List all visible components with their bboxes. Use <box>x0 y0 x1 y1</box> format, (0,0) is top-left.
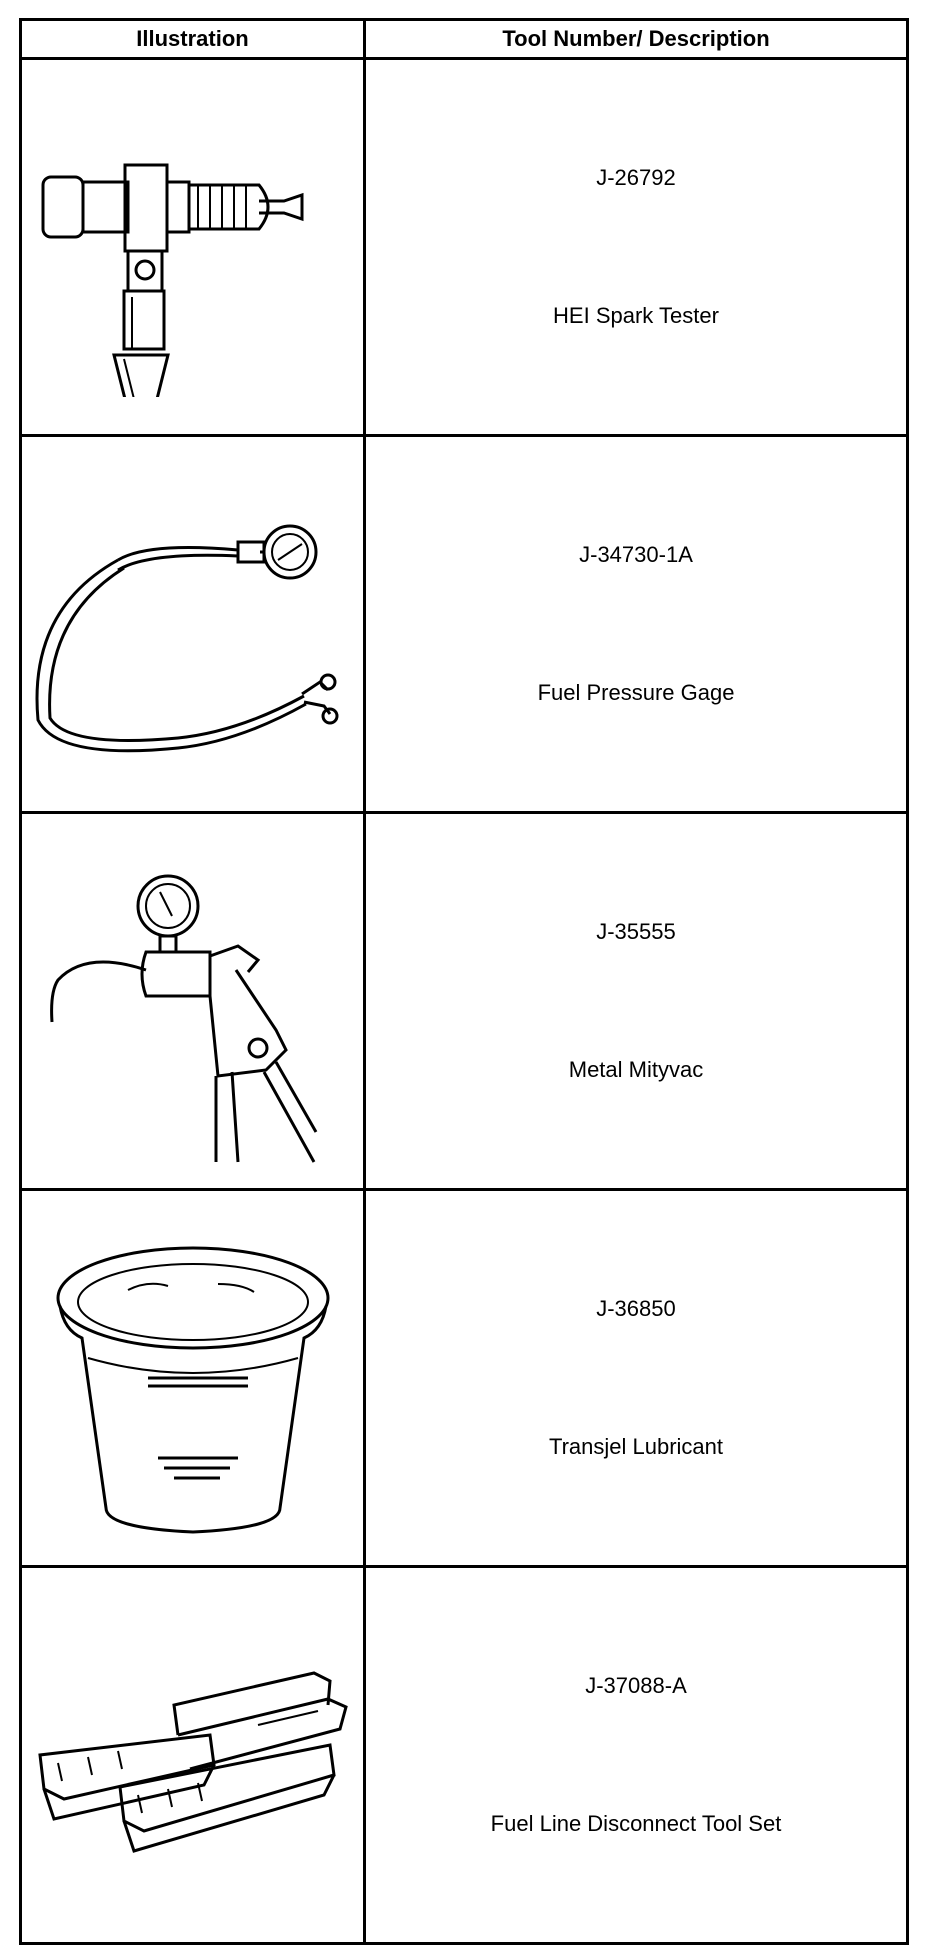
tool-cell: J-26792 HEI Spark Tester <box>363 57 909 437</box>
illustration-cell <box>19 434 366 814</box>
lubricant-tub-icon <box>56 1246 329 1534</box>
spark-tester-icon <box>41 163 303 397</box>
tool-number: J-26792 <box>596 165 676 190</box>
tool-description: Fuel Line Disconnect Tool Set <box>490 1811 782 1836</box>
table-row: J-36850 Transjel Lubricant <box>19 1188 909 1568</box>
tool-cell: J-35555 Metal Mityvac <box>363 811 909 1191</box>
fuel-pressure-gage-icon <box>35 524 338 753</box>
tool-cell: J-34730-1A Fuel Pressure Gage <box>363 434 909 814</box>
tool-description: Fuel Pressure Gage <box>537 680 735 705</box>
tool-table: Illustration Tool Number/ Description <box>19 18 909 1945</box>
tool-cell: J-36850 Transjel Lubricant <box>363 1188 909 1568</box>
tool-number: J-34730-1A <box>579 542 693 567</box>
illustration-cell <box>19 1188 366 1568</box>
header-illustration: Illustration <box>19 18 366 60</box>
illustration-cell <box>19 1565 366 1945</box>
illustration-cell <box>19 811 366 1191</box>
tool-number: J-35555 <box>596 919 676 944</box>
header-tool-description: Tool Number/ Description <box>363 18 909 60</box>
header-row: Illustration Tool Number/ Description <box>19 18 909 60</box>
illustration-cell <box>19 57 366 437</box>
tool-cell: J-37088-A Fuel Line Disconnect Tool Set <box>363 1565 909 1945</box>
disconnect-tool-set-icon <box>37 1671 348 1853</box>
tool-number: J-37088-A <box>585 1673 687 1698</box>
tool-description: Transjel Lubricant <box>548 1434 724 1459</box>
table-row: J-34730-1A Fuel Pressure Gage <box>19 434 909 814</box>
table-row: J-35555 Metal Mityvac <box>19 811 909 1191</box>
table-row: J-26792 HEI Spark Tester <box>19 57 909 437</box>
tool-description: HEI Spark Tester <box>553 303 719 328</box>
tool-description: Metal Mityvac <box>568 1057 704 1082</box>
tool-number: J-36850 <box>596 1296 676 1321</box>
mityvac-icon <box>49 874 317 1163</box>
table-row: J-37088-A Fuel Line Disconnect Tool Set <box>19 1565 909 1945</box>
